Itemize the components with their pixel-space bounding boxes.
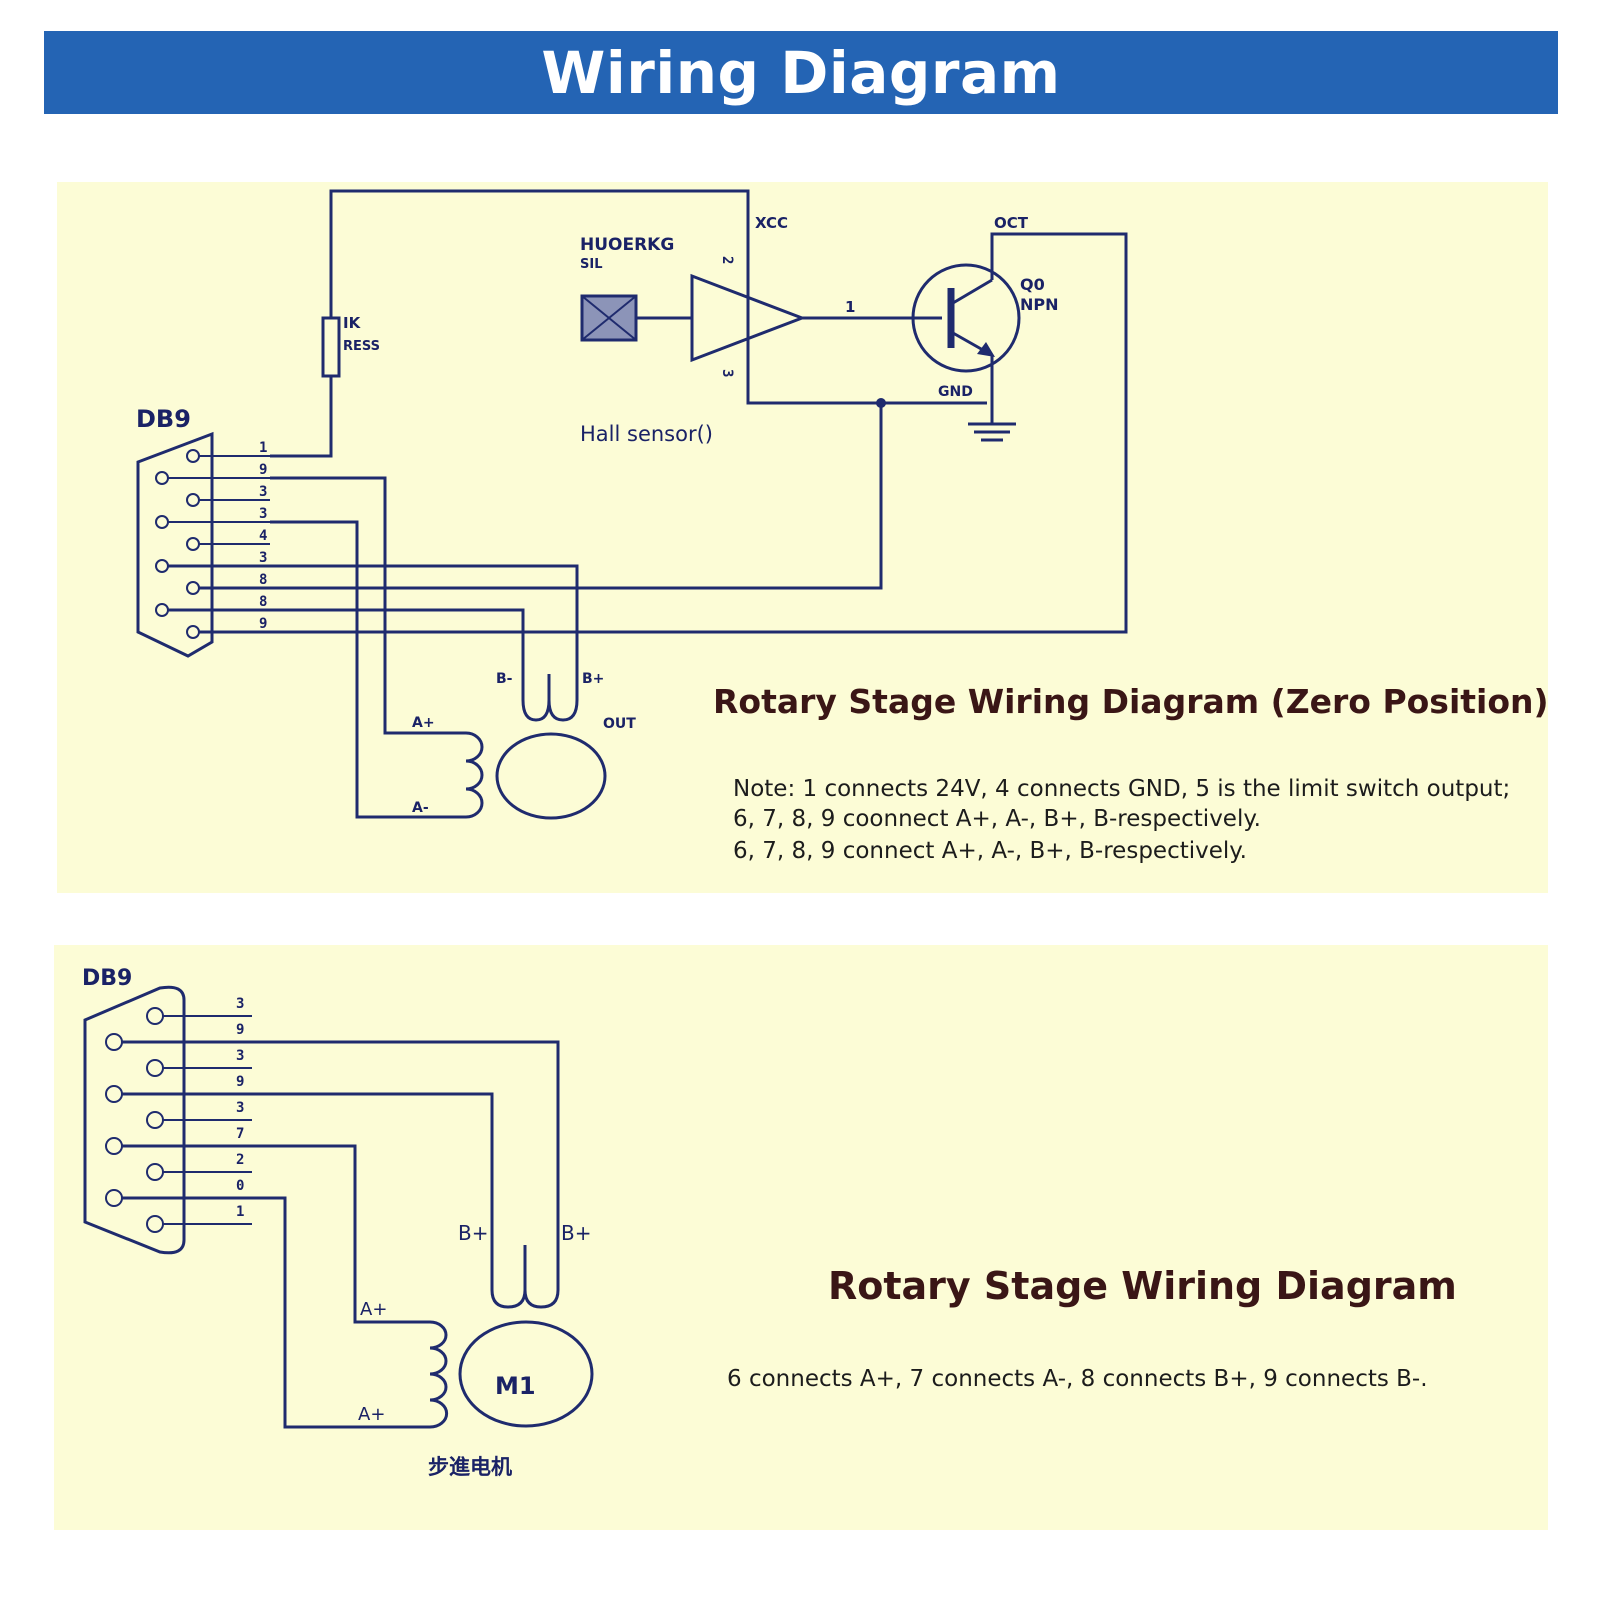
note-line: 6, 7, 8, 9 connect A+, A-, B+, B-respect… (733, 838, 1247, 864)
pin-number: 2 (236, 1152, 244, 1168)
wire-vcc-rail (329, 189, 987, 405)
db9-pin (186, 493, 200, 507)
motor-b-coil (490, 1245, 560, 1309)
pin-number: 1 (236, 1204, 244, 1220)
wire-a-bottom (122, 1196, 400, 1429)
motor-label: B+ (561, 1221, 591, 1245)
db9-label: DB9 (136, 405, 191, 433)
db9-connector (136, 431, 214, 658)
amp-pin-label: 2 (719, 256, 735, 264)
sensor-label: SIL (580, 257, 602, 272)
diagram1-title: Rotary Stage Wiring Diagram (Zero Positi… (713, 682, 1549, 721)
db9-pin (155, 515, 169, 529)
resistor-label: RESS (343, 339, 380, 354)
diagram-zero-position: DB9 1 9 3 3 (136, 189, 1549, 864)
transistor-label: NPN (1020, 295, 1059, 314)
motor-label-m1: M1 (495, 1372, 536, 1400)
page-title: Wiring Diagram (541, 38, 1061, 107)
wire-pin1-resistor (270, 376, 333, 458)
wire-b-right (122, 1040, 560, 1290)
motor-label: B+ (582, 671, 604, 687)
diagram2-note: 6 connects A+, 7 connects A-, 8 connects… (727, 1366, 1428, 1392)
pin-number: 3 (236, 1048, 244, 1064)
resistor (321, 316, 341, 378)
db9-pin-stubs (168, 455, 270, 633)
wire-gnd (199, 403, 883, 590)
amp-pin-label: 3 (719, 369, 735, 377)
motor-icon (495, 732, 607, 820)
motor-icon (458, 1320, 594, 1428)
motor-label: A+ (360, 1299, 387, 1320)
db9-pin-stubs (163, 1015, 252, 1225)
motor-label: A- (412, 800, 429, 816)
vcc-label: XCC (755, 214, 788, 232)
wire-a-minus (270, 520, 430, 819)
wire-output (199, 232, 1128, 634)
db9-pin (186, 581, 200, 595)
db9-label: DB9 (82, 966, 132, 991)
amplifier-icon (690, 273, 807, 363)
transistor-label: Q0 (1020, 275, 1045, 294)
db9-pin (155, 559, 169, 573)
junction-dot (876, 398, 886, 408)
panel-zero-position (57, 182, 1548, 893)
diagram2-title: Rotary Stage Wiring Diagram (828, 1264, 1457, 1308)
db9-pin (186, 449, 200, 463)
pin-number: 3 (259, 506, 267, 522)
npn-transistor-icon (911, 263, 1021, 403)
amp-output-pin: 1 (845, 298, 855, 316)
motor-out-label: OUT (603, 716, 636, 732)
db9-pin (186, 625, 200, 639)
motor-a-coil (430, 731, 484, 819)
pin-number: 9 (236, 1022, 244, 1038)
db9-connector (83, 985, 186, 1255)
resistor-label: IK (343, 314, 362, 332)
db9-pin (186, 537, 200, 551)
pin-number: 7 (236, 1126, 244, 1142)
ground-icon (968, 403, 1016, 442)
hall-sensor-icon (580, 294, 638, 342)
wire-b-left (122, 1092, 494, 1290)
note-line: 6, 7, 8, 9 coonnect A+, A-, B+, B-respec… (733, 806, 1261, 832)
pin-number: 9 (259, 462, 267, 478)
pin-number: 8 (259, 594, 267, 610)
diagram-stepper: DB9 3 9 3 9 3 7 2 0 1 (82, 966, 1457, 1479)
motor-b-coil (521, 674, 579, 722)
db9-pin (155, 603, 169, 617)
motor-caption: 步進电机 (428, 1455, 512, 1479)
motor-label: A+ (412, 715, 435, 731)
pin-number: 8 (259, 572, 267, 588)
wire-b-minus (168, 608, 525, 700)
pin-number: 9 (236, 1074, 244, 1090)
sensor-label: HUOERKG (580, 235, 674, 255)
motor-label: A+ (358, 1404, 385, 1425)
motor-label: B+ (458, 1221, 488, 1245)
wire-a-plus (270, 476, 430, 735)
db9-pin (155, 471, 169, 485)
motor-a-coil (400, 1320, 449, 1429)
pin-number: 3 (236, 996, 244, 1012)
pin-number: 3 (259, 550, 267, 566)
wire-b-plus (168, 564, 579, 700)
output-label: OCT (994, 214, 1029, 232)
pin-number: 0 (236, 1178, 244, 1194)
note-line: Note: 1 connects 24V, 4 connects GND, 5 … (733, 776, 1510, 802)
pin-number: 1 (259, 440, 267, 456)
motor-label: B- (496, 671, 513, 687)
pin-number: 3 (236, 1100, 244, 1116)
pin-number: 4 (259, 528, 267, 544)
gnd-label: GND (938, 384, 973, 400)
wire-a-top (122, 1144, 400, 1324)
pin-number: 3 (259, 484, 267, 500)
header-banner: Wiring Diagram (44, 31, 1558, 114)
hall-sensor-caption: Hall sensor() (580, 422, 713, 446)
pin-number: 9 (259, 616, 267, 632)
